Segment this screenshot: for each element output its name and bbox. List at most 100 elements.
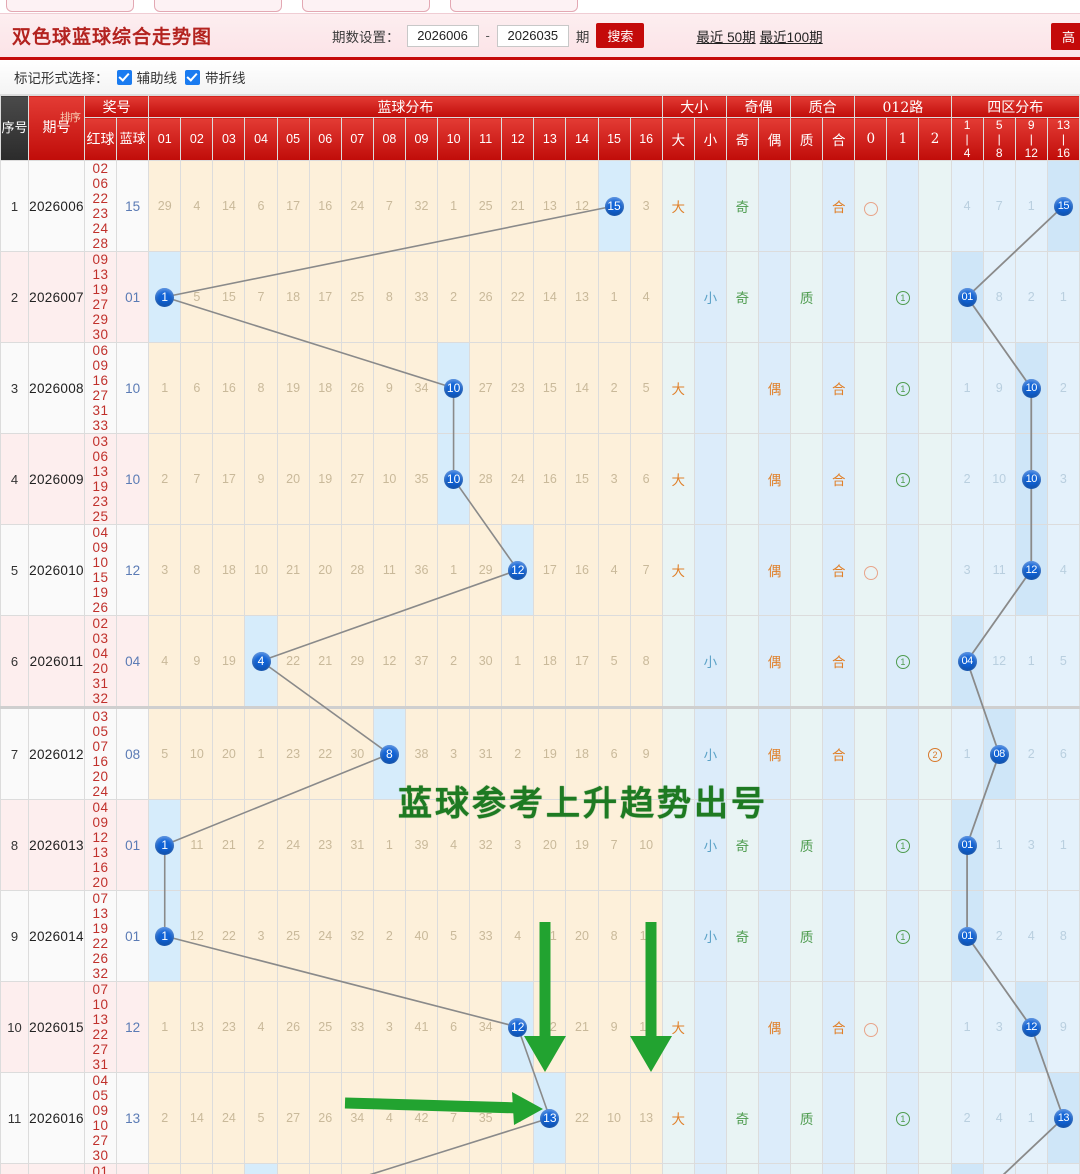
cell-red-balls: 03 06 13 19 23 25 [83,433,118,525]
tab-stub-2[interactable] [154,0,282,12]
advanced-button[interactable]: 高 [1050,23,1080,50]
th-road2: 2 [918,117,952,161]
sort-icon[interactable]: 排序 [60,111,81,124]
cell-miss-04: 10 [244,524,278,616]
cell-issue[interactable]: 2026015 [28,981,85,1073]
cell-miss-08: 7 [372,160,406,252]
cell-miss-06: 17 [308,251,342,343]
cell-miss-13: 17 [533,524,567,616]
cell-road-0 [854,981,888,1073]
th-blue-col-10[interactable]: 10 [437,117,471,161]
cell-miss-02: 7 [180,433,214,525]
cell-miss-02: 11 [180,799,214,891]
cell-zone-4: 3 [1046,433,1080,525]
th-blue-col-09[interactable]: 09 [404,117,439,161]
cell-blue-ball: 13 [116,1072,150,1164]
cell-miss-14: 15 [565,433,599,525]
th-blue-col-13[interactable]: 13 [533,117,567,161]
cell-issue[interactable]: 2026011 [28,615,85,709]
th-blue-col-06[interactable]: 06 [308,117,342,161]
th-blue-col-02[interactable]: 02 [180,117,214,161]
cell-miss-08: 3 [372,981,406,1073]
cell-even: 偶 [757,707,792,800]
th-blue-col-14[interactable]: 14 [565,117,599,161]
cell-seq: 7 [0,707,29,800]
th-blue-col-07[interactable]: 07 [340,117,374,161]
cell-red-balls: 07 13 19 22 26 32 [83,890,118,982]
cell-miss-13: 14 [533,251,567,343]
cell-zone-4: 1 [1046,251,1080,343]
cell-issue[interactable]: 2026007 [28,251,85,343]
cell-blue-ball: 01 [116,799,150,891]
cell-issue[interactable]: 2026016 [28,1072,85,1164]
option-auxline[interactable]: 辅助线 [116,67,177,87]
th-blue-col-15[interactable]: 15 [597,117,631,161]
cell-red-balls: 09 13 19 27 29 30 [83,251,118,343]
cell-miss-05: 18 [276,251,310,343]
checkbox-auxline-icon[interactable] [116,69,132,85]
cell-miss-10: 3 [437,707,471,800]
cell-issue[interactable]: 2026012 [28,707,85,800]
tab-stub-3[interactable] [302,0,430,12]
cell-issue[interactable]: 2026010 [28,524,85,616]
option-polyline[interactable]: 带折线 [185,67,246,87]
th-blue-col-05[interactable]: 05 [276,117,310,161]
th-big: 大 [661,117,695,161]
cell-miss-02: 10 [180,707,214,800]
cell-miss-08: 4 [372,1072,406,1164]
checkbox-polyline-icon[interactable] [185,69,200,85]
cell-issue[interactable]: 2026009 [28,433,85,525]
th-blue-col-11[interactable]: 11 [469,117,503,161]
cell-zone-1: 01 [950,251,984,343]
cell-big: 大 [661,1072,695,1164]
th-issue[interactable]: 期号 排序 [28,95,85,161]
period-to-input[interactable]: 2026035 [496,24,569,47]
period-from-input[interactable]: 2026006 [406,24,479,47]
quick-100-link[interactable]: 最近100期 [759,29,823,45]
page-title: 双色球蓝球综合走势图 [12,26,213,48]
cell-zone-4: 5 [1046,615,1080,709]
cell-issue[interactable]: 2026008 [28,342,85,434]
cell-red-balls: 02 06 22 23 24 28 [83,160,118,252]
cell-miss-16: 13 [629,1072,663,1164]
cell-small [693,1072,727,1164]
cell-miss-05: 26 [276,981,310,1073]
cell-issue[interactable]: 2026014 [28,890,85,982]
tab-stub-4[interactable] [450,0,578,12]
th-zone-1: 1|4 [950,117,984,161]
th-blue-col-04[interactable]: 04 [244,117,278,161]
cell-comp: 合 [822,524,856,616]
cell-issue[interactable]: 2026017 [28,1163,85,1174]
cell-big: 大 [661,981,695,1073]
cell-miss-08: 12 [372,615,406,709]
tab-strip [0,0,1080,13]
quick-50-link[interactable]: 最近 50期 [696,29,756,45]
th-blue-col-01[interactable]: 01 [148,117,182,161]
cell-zone-1: 3 [950,524,984,616]
th-blue-col-12[interactable]: 12 [501,117,535,161]
cell-miss-02: 9 [180,615,214,709]
cell-miss-07: 24 [340,160,374,252]
th-blue-col-08[interactable]: 08 [372,117,406,161]
cell-issue[interactable]: 2026006 [28,160,85,252]
cell-miss-10: 2 [437,615,471,709]
tab-stub-1[interactable] [6,0,134,12]
cell-issue[interactable]: 2026013 [28,799,85,891]
cell-small [693,433,727,525]
th-blue-col-16[interactable]: 16 [629,117,663,161]
th-seq[interactable]: 序号 [0,95,29,161]
th-blue-col-03[interactable]: 03 [212,117,246,161]
table-row[interactable]: 12202601701 03 05 18 29 3204315254282735… [0,1163,1080,1174]
search-button[interactable]: 搜索 [596,23,645,48]
